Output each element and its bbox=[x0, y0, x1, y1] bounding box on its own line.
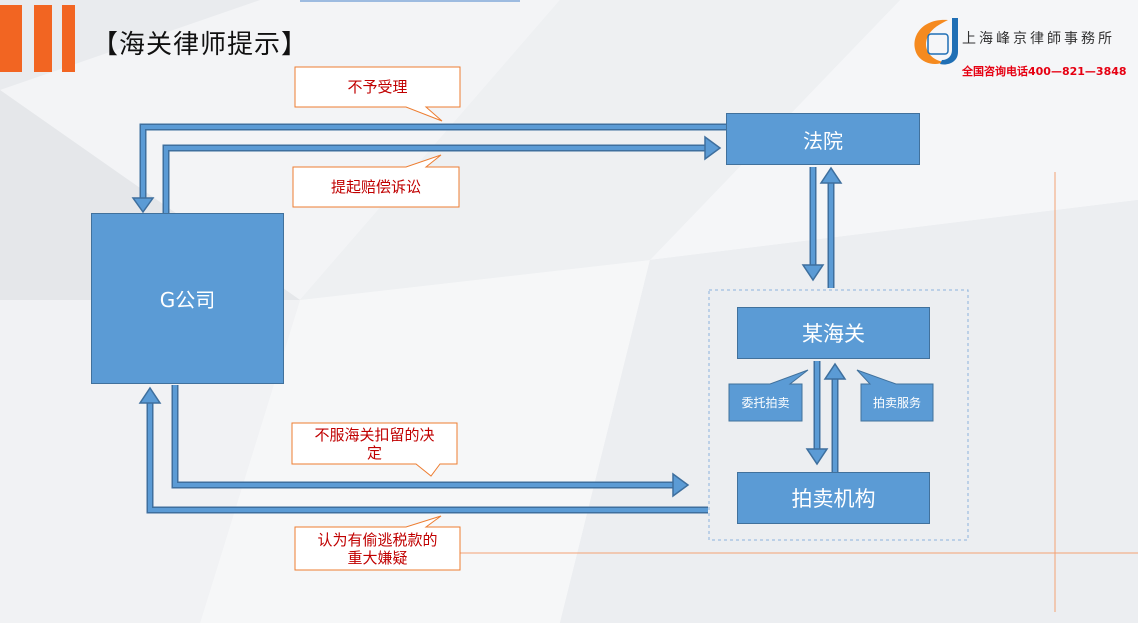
arrowhead-up bbox=[138, 386, 162, 404]
callout-shape-entrust bbox=[728, 369, 809, 422]
page-title: 【海关律师提示】 bbox=[92, 30, 309, 60]
firm-name: 上海峰京律師事務所 bbox=[962, 31, 1115, 47]
firm-phone: 全国咨询电话400—821—3848 bbox=[962, 65, 1127, 78]
customs-group-frame bbox=[708, 289, 969, 541]
connector-court-to-company-fill bbox=[141, 125, 726, 200]
callout-lawsuit: 提起赔偿诉讼 bbox=[330, 178, 421, 196]
callout-shape-suspicion bbox=[294, 515, 461, 571]
logo-mark bbox=[927, 33, 949, 55]
arrowhead-up bbox=[823, 362, 847, 380]
arrowhead-up bbox=[819, 166, 843, 184]
callout-shape-lawsuit bbox=[292, 154, 460, 208]
arrowhead-right bbox=[672, 472, 690, 498]
accent-bar bbox=[0, 5, 22, 72]
connector-company-to-group-fill bbox=[173, 385, 674, 487]
node-auction-house: 拍卖机构 bbox=[737, 472, 930, 524]
logo-orange-arc bbox=[914, 19, 948, 64]
callout-shape-service bbox=[856, 369, 934, 422]
connector-company-to-court-fill bbox=[164, 146, 706, 213]
callout-shape-reject bbox=[294, 66, 461, 122]
arrowhead-down bbox=[801, 264, 825, 282]
logo-blue-hook bbox=[940, 18, 958, 65]
callout-shape-objection bbox=[291, 422, 458, 477]
label-auction-service: 拍卖服务 bbox=[872, 396, 921, 410]
arrowhead-right bbox=[704, 135, 722, 161]
node-customs: 某海关 bbox=[737, 307, 930, 359]
callout-suspicion: 认为有偷逃税款的重大嫌疑 bbox=[317, 530, 438, 567]
node-court: 法院 bbox=[726, 113, 920, 165]
callout-reject: 不予受理 bbox=[347, 78, 408, 96]
accent-bar bbox=[62, 5, 75, 72]
bg-facet bbox=[560, 200, 1138, 623]
connector-group-to-company-fill bbox=[148, 402, 708, 512]
arrowhead-down bbox=[805, 448, 829, 466]
node-company: G公司 bbox=[91, 213, 284, 384]
label-entrust-auction: 委托拍卖 bbox=[741, 396, 790, 410]
accent-bar bbox=[34, 5, 52, 72]
callout-objection: 不服海关扣留的决定 bbox=[314, 425, 435, 462]
arrowhead-down bbox=[131, 197, 155, 214]
